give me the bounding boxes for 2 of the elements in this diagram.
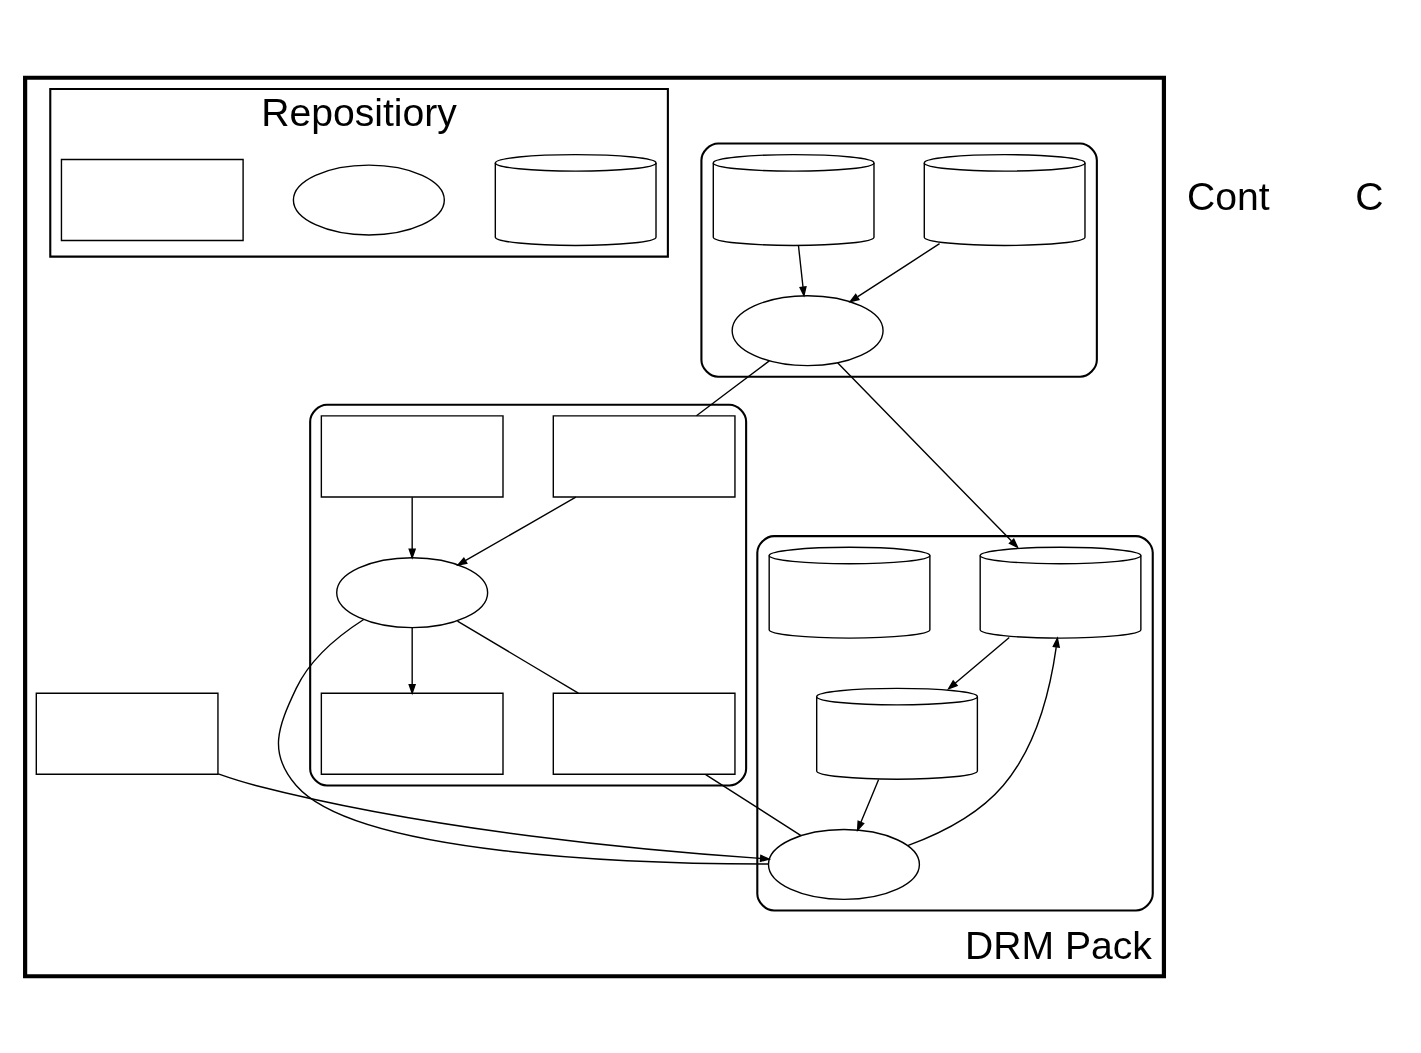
label: Cont (1186, 174, 1270, 218)
label: C (1355, 174, 1384, 218)
